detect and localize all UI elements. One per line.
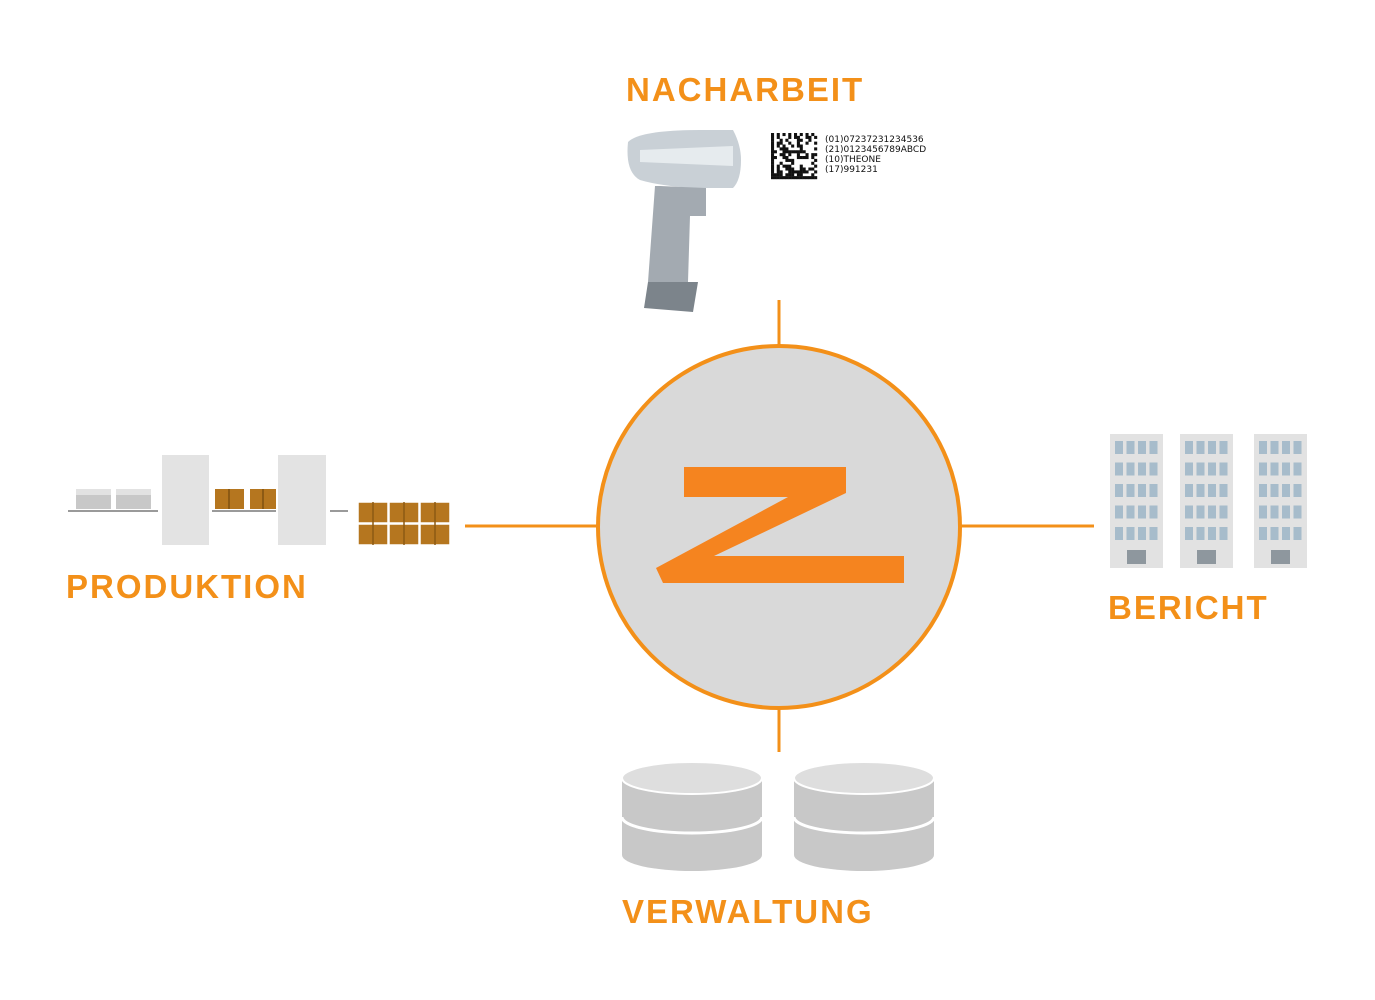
scan-code-text: (01)07237231234536 (21)0123456789ABCD (1…: [825, 135, 926, 175]
z-logo-icon: [656, 467, 904, 583]
production-line-icon: [68, 455, 451, 546]
database-icon: [620, 761, 936, 871]
barcode-scanner-icon: [627, 130, 741, 312]
hub: [596, 344, 962, 710]
scan-code-line: (10)THEONE: [825, 155, 881, 165]
datamatrix-code-icon: [771, 133, 818, 180]
scan-code-line: (01)07237231234536: [825, 135, 924, 145]
scan-code-line: (21)0123456789ABCD: [825, 145, 927, 155]
connector-lines: [465, 300, 1094, 752]
hub-circle: [596, 344, 962, 710]
node-label-nacharbeit: NACHARBEIT: [626, 71, 865, 108]
office-buildings-icon: [1110, 434, 1307, 568]
node-label-verwaltung: VERWALTUNG: [622, 893, 874, 930]
scan-code-line: (17)991231: [825, 165, 878, 175]
node-label-bericht: BERICHT: [1108, 589, 1269, 626]
node-label-produktion: PRODUKTION: [66, 568, 308, 605]
